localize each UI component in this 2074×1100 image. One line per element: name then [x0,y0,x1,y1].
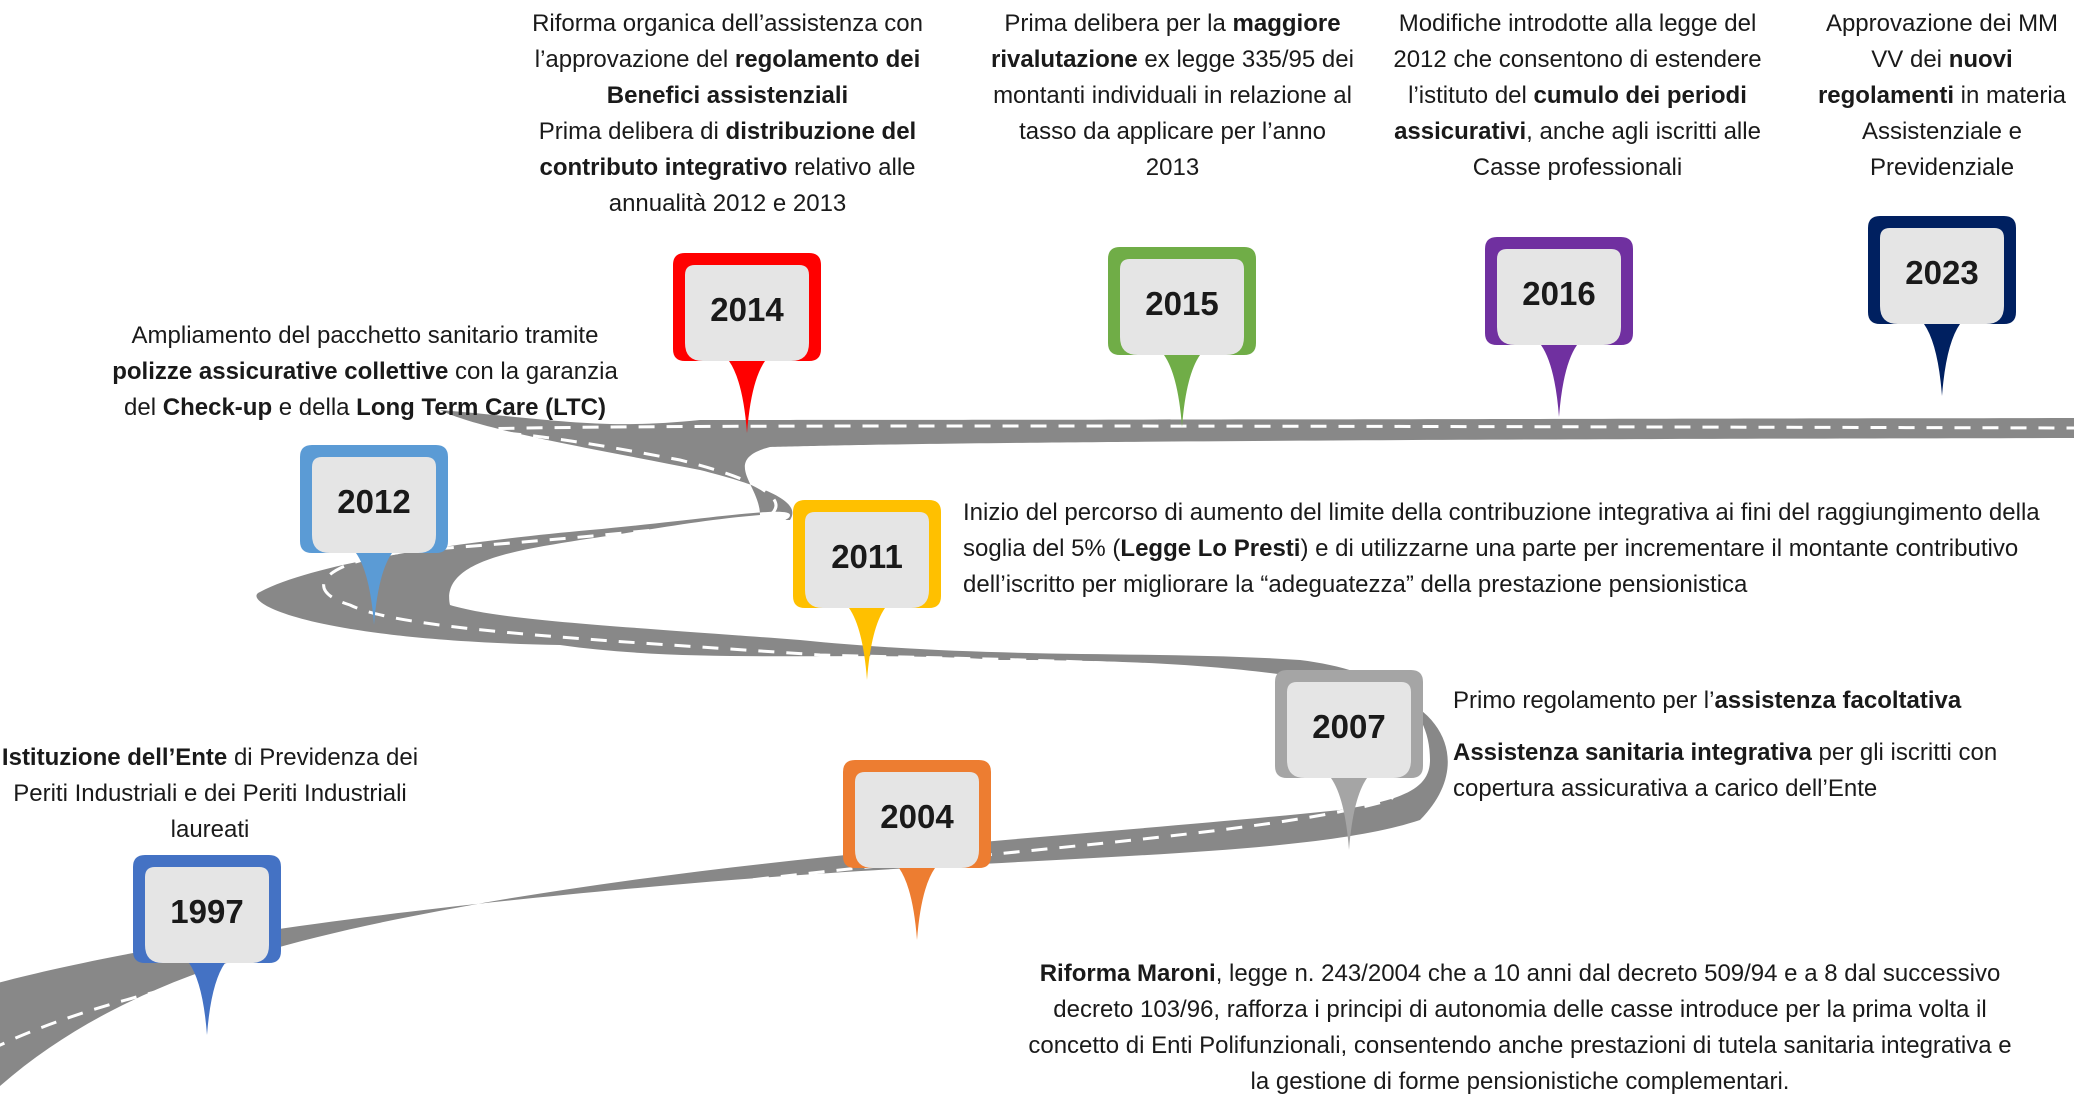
text-2004-bold-1: Riforma Maroni [1039,960,1216,987]
pin-2012: 2012 [300,445,448,625]
text-2014-para-1: Riforma organica dell’assistenza con l’a… [515,6,940,114]
pin-shape [300,445,448,625]
year-label: 2007 [1312,708,1386,745]
text-2007-normal-1: Primo regolamento per l’ [1453,687,1715,714]
text-2015: Prima delibera per la maggiore rivalutaz… [990,6,1355,186]
text-2011-normal-1: Inizio del percorso di aumento del limit… [963,499,2040,562]
pin-shape [133,855,281,1035]
pin-2014: 2014 [673,253,821,433]
text-2011-normal-2: ) e di utilizzarne una parte per increme… [963,535,2019,598]
text-2016-normal-1: Modifiche introdotte alla legge del 2012… [1393,10,1762,109]
text-2014: Riforma organica dell’assistenza con l’a… [515,6,940,222]
text-2014-normal-2: Prima delibera di [538,118,726,145]
year-label: 2012 [337,483,411,520]
text-2012: Ampliamento del pacchetto sanitario tram… [95,318,635,426]
year-label: 2004 [880,798,954,835]
pin-2007: 2007 [1275,670,1423,850]
year-label: 2014 [710,291,784,328]
text-2016-normal-2: , anche agli iscritti alle Casse profess… [1472,118,1761,181]
text-1997-normal-1: di Previdenza dei Periti Industriali e d… [13,744,419,843]
text-2015-normal-2: ex legge 335/95 dei montanti individuali… [993,46,1354,181]
pin-face [1287,682,1411,778]
pin-2004: 2004 [843,760,991,940]
text-1997-bold-1: Istituzione dell’Ente [1,744,228,771]
text-2016: Modifiche introdotte alla legge del 2012… [1375,6,1780,186]
pin-shape [1108,247,1256,427]
pin-2015: 2015 [1108,247,1256,427]
text-2011-bold-1: Legge Lo Presti [1120,535,1301,562]
text-2015-normal-1: Prima delibera per la [1004,10,1233,37]
text-2023-normal-1: Approvazione dei MM VV dei [1825,10,2059,73]
text-2007-normal-2: per gli iscritti con copertura assicurat… [1453,739,1998,802]
pin-1997: 1997 [133,855,281,1035]
pin-face [805,512,929,608]
pin-shape [793,500,941,680]
text-2007-bold-2: Assistenza sanitaria integrativa [1453,739,1812,766]
text-2007-bold-1: assistenza facoltativa [1714,687,1962,714]
text-2012-bold-3: Long Term Care (LTC) [356,394,606,421]
text-1997: Istituzione dell’Ente di Previdenza dei … [0,740,420,848]
text-2014-para-2: Prima delibera di distribuzione del cont… [515,114,940,222]
pin-2011: 2011 [793,500,941,680]
year-label: 2011 [831,538,903,575]
text-2007-para-1: Primo regolamento per l’assistenza facol… [1453,683,2053,719]
pin-2016: 2016 [1485,237,1633,417]
text-2014-normal-3: relativo alle annualità 2012 e 2013 [608,154,916,217]
text-2012-normal-3: e della [272,394,357,421]
text-2015-bold-1: maggiore rivalutazione [991,10,1341,73]
text-2012-normal-2: con la garanzia del [124,358,618,421]
text-2004-normal-1: , legge n. 243/2004 che a 10 anni dal de… [1028,960,2012,1095]
text-2016-bold-1: cumulo dei periodi assicurativi [1394,82,1747,145]
pin-face [1120,259,1244,355]
text-2011: Inizio del percorso di aumento del limit… [963,495,2073,603]
text-2014-bold-2: distribuzione del contributo integrativo [539,118,917,181]
text-2007: Primo regolamento per l’assistenza facol… [1453,683,2053,807]
text-2014-normal-1: Riforma organica dell’assistenza con l’a… [532,10,923,73]
pin-face [855,772,979,868]
text-2004: Riforma Maroni, legge n. 243/2004 che a … [1025,956,2015,1100]
pin-face [685,265,809,361]
text-2023-bold-1: nuovi regolamenti [1817,46,2013,109]
pin-shape [673,253,821,433]
text-2012-normal-1: Ampliamento del pacchetto sanitario tram… [131,322,599,349]
pin-shape [1275,670,1423,850]
pin-shape [843,760,991,940]
year-label: 2023 [1905,254,1979,291]
text-2014-bold-1: regolamento dei Benefici assistenziali [606,46,921,109]
text-2023: Approvazione dei MM VV dei nuovi regolam… [1815,6,2069,186]
year-label: 1997 [170,893,244,930]
pin-shape [1868,216,2016,396]
year-label: 2016 [1522,275,1596,312]
pin-shape [1485,237,1633,417]
pin-face [1497,249,1621,345]
pin-2023: 2023 [1868,216,2016,396]
text-2012-bold-2: Check-up [162,394,273,421]
pin-face [312,457,436,553]
text-2023-normal-2: in materia Assistenziale e Previdenziale [1861,82,2067,181]
pin-face [145,867,269,963]
text-2012-bold-1: polizze assicurative collettive [112,358,449,385]
year-label: 2015 [1145,285,1219,322]
pin-face [1880,228,2004,324]
text-2007-para-2: Assistenza sanitaria integrativa per gli… [1453,735,2053,807]
